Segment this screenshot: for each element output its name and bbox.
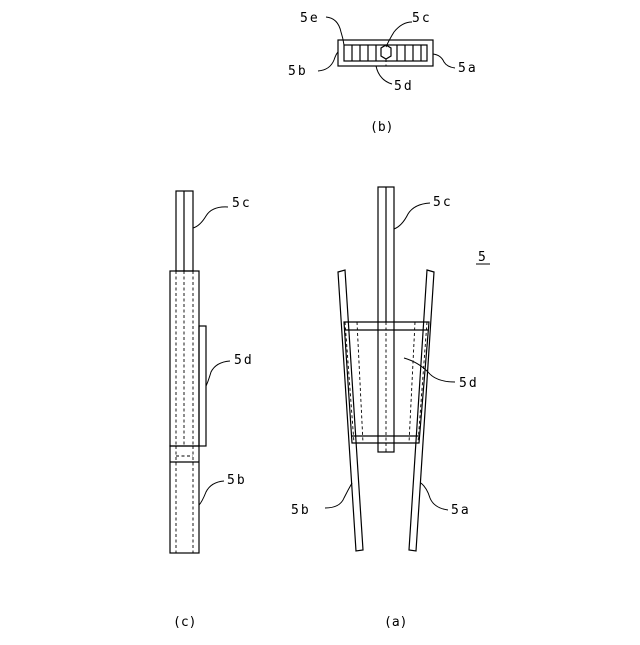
view-c-label-5d: 5d <box>234 353 254 368</box>
view-b-leader-5e <box>326 17 344 45</box>
view-c-holder <box>170 271 199 446</box>
view-c-label-5c: 5c <box>232 196 252 211</box>
view-c-leader-5d <box>206 361 230 386</box>
view-a-label-5a: 5a <box>451 503 471 518</box>
view-a-label-5b: 5b <box>291 503 311 518</box>
view-b-label-5e: 5e <box>300 11 320 26</box>
view-b-label-5a: 5a <box>458 61 478 76</box>
view-b-leader-5d <box>376 66 392 84</box>
view-b-center-post <box>381 45 391 59</box>
view-b-label-5c: 5c <box>412 11 432 26</box>
view-b-leader-5a <box>433 54 455 68</box>
view-c-holder-flange <box>199 326 206 446</box>
view-a: 5c 5d 5b 5a 5 (a) <box>291 187 490 630</box>
view-b: 5e 5c 5b 5a 5d (b) <box>288 11 478 135</box>
view-b-label-5b: 5b <box>288 64 308 79</box>
reference-numeral: 5 <box>478 250 488 265</box>
view-a-label-5c: 5c <box>433 195 453 210</box>
view-c-leader-5b <box>199 481 224 505</box>
view-a-leader-5d <box>404 358 455 382</box>
view-b-label-5d: 5d <box>394 79 414 94</box>
caption-b: (b) <box>370 120 393 135</box>
view-c-hidden-lines <box>176 271 193 446</box>
view-b-leader-5c <box>386 22 412 47</box>
view-a-holder <box>344 322 429 443</box>
view-c-leader-5c <box>193 207 228 228</box>
view-a-leader-5c <box>394 203 430 229</box>
view-c: 5c 5d 5b (c) <box>170 191 254 630</box>
view-c-label-5b: 5b <box>227 473 247 488</box>
view-a-label-5d: 5d <box>459 376 479 391</box>
caption-c: (c) <box>173 615 196 630</box>
view-a-leader-5b <box>325 483 352 508</box>
view-a-leader-5a <box>421 483 448 510</box>
view-a-left-arm <box>338 270 363 551</box>
view-b-leader-5b <box>318 52 338 71</box>
caption-a: (a) <box>384 615 407 630</box>
